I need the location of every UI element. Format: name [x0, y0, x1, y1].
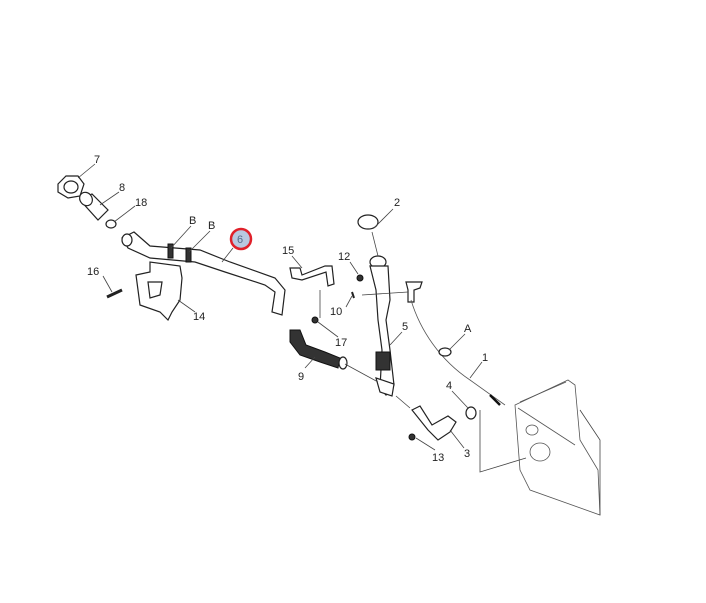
- callout-16[interactable]: 16: [87, 266, 99, 278]
- callout-1[interactable]: 1: [482, 352, 488, 364]
- callout-2[interactable]: 2: [394, 197, 400, 209]
- part-14-bracket[interactable]: [135, 261, 183, 322]
- part-3-tube[interactable]: [411, 405, 457, 441]
- part-8-adapter[interactable]: [77, 190, 109, 221]
- callout-a[interactable]: A: [464, 323, 472, 335]
- callout-13[interactable]: 13: [432, 452, 444, 464]
- callout-10[interactable]: 10: [330, 306, 342, 318]
- part-18-seal[interactable]: [105, 219, 117, 229]
- callout-4[interactable]: 4: [446, 380, 452, 392]
- callout-18[interactable]: 18: [135, 197, 147, 209]
- part-13-bolt[interactable]: [408, 433, 416, 441]
- part-2-cap[interactable]: [357, 214, 379, 230]
- callout-9[interactable]: 9: [298, 371, 304, 383]
- callout-3[interactable]: 3: [464, 448, 470, 460]
- callout-17[interactable]: 17: [335, 337, 347, 349]
- callout-7[interactable]: 7: [94, 154, 100, 166]
- part-10-pin[interactable]: [351, 291, 355, 299]
- part-1-dipstick[interactable]: [405, 281, 506, 406]
- callout-6-highlighted[interactable]: 6: [229, 227, 253, 251]
- part-17-nut[interactable]: [311, 316, 319, 324]
- callout-5[interactable]: 5: [402, 321, 408, 333]
- callout-15[interactable]: 15: [282, 245, 294, 257]
- part-12-bolt[interactable]: [356, 274, 364, 282]
- callout-8[interactable]: 8: [119, 182, 125, 194]
- callout-14[interactable]: 14: [193, 311, 205, 323]
- part-7-cap[interactable]: [57, 175, 85, 199]
- engine-block: [514, 379, 601, 516]
- callout-b-1[interactable]: B: [189, 215, 196, 227]
- svg-text:6: 6: [237, 234, 243, 246]
- part-9-hose[interactable]: [289, 329, 348, 370]
- part-4-seal[interactable]: [465, 406, 477, 420]
- part-15-bracket[interactable]: [289, 265, 335, 287]
- part-6-tube[interactable]: [121, 231, 286, 316]
- leader-lines: [77, 163, 483, 451]
- part-16-bolt[interactable]: [106, 288, 123, 299]
- part-5-filler-tube[interactable]: [369, 255, 395, 397]
- callout-b-2[interactable]: B: [208, 220, 215, 232]
- callout-12[interactable]: 12: [338, 251, 350, 263]
